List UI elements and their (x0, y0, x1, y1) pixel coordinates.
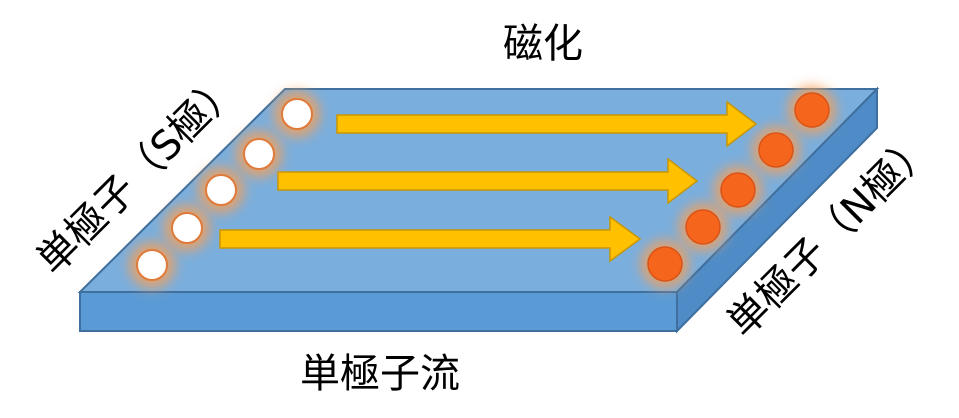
s-pole-circle (205, 174, 237, 206)
slab-front-face (79, 291, 678, 332)
n-pole-circle (794, 92, 830, 128)
s-pole-circle (243, 138, 275, 170)
flow-arrow (336, 100, 758, 148)
n-pole-circle (685, 209, 721, 245)
n-pole-monopoles (641, 86, 836, 288)
s-pole-monopoles (129, 91, 320, 288)
flow-arrow (277, 157, 699, 205)
s-pole-circle (136, 249, 168, 281)
n-pole-circle (647, 246, 683, 282)
n-pole-circle (720, 172, 756, 208)
n-pole-circle (758, 132, 794, 168)
s-pole-circle (171, 212, 203, 244)
magnetization-arrows (219, 100, 758, 263)
magnetization-label: 磁化 (503, 21, 583, 67)
s-pole-circle (281, 98, 313, 130)
slab-side-face (676, 86, 878, 334)
monopole-flow-label: 単極子流 (300, 351, 460, 397)
flow-arrow (219, 215, 642, 263)
